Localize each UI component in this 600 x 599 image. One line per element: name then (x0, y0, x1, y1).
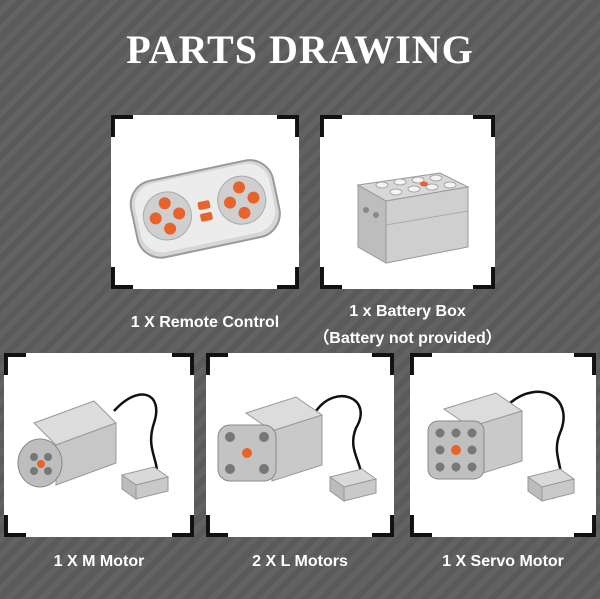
page-title: PARTS DRAWING (126, 27, 474, 72)
battery-box-icon (356, 172, 470, 264)
remote-control-label: 1 X Remote Control (130, 314, 280, 331)
remote-control-icon (129, 159, 281, 259)
servo-motor-label: 1 X Servo Motor (442, 553, 564, 570)
servo-motor-icon (427, 390, 576, 502)
remote-control-card (111, 115, 299, 289)
m-motor-icon (17, 393, 170, 500)
l-motor-label: 2 X L Motors (252, 553, 348, 570)
servo-motor-card (410, 353, 596, 537)
battery-box-sublabel: （Battery not provided） (313, 330, 502, 347)
m-motor-card (4, 353, 194, 537)
l-motor-icon (217, 394, 378, 502)
m-motor-label: 1 X M Motor (53, 553, 145, 570)
l-motor-card (206, 353, 394, 537)
battery-box-label: 1 x Battery Box (349, 303, 466, 320)
battery-box-card (320, 115, 495, 289)
